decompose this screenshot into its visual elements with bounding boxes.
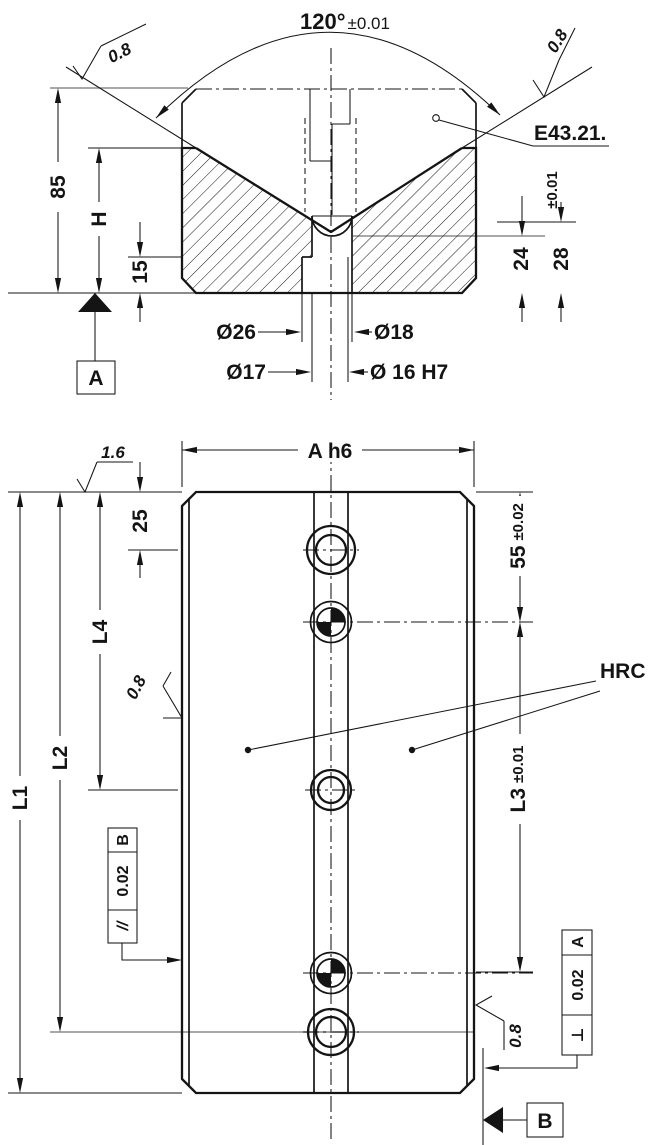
svg-text:Ø 16 H7: Ø 16 H7 bbox=[370, 361, 448, 384]
surface-finish-left: 0.8 bbox=[72, 23, 147, 80]
svg-text:A h6: A h6 bbox=[308, 440, 353, 463]
svg-text:0.02: 0.02 bbox=[570, 969, 587, 1000]
svg-text:HRC: HRC bbox=[600, 660, 646, 683]
dim-55: 55±0.02 bbox=[505, 492, 531, 622]
dim-H: H bbox=[88, 148, 111, 293]
bore-callouts: Ø26 Ø18 Ø17 Ø 16 H7 bbox=[216, 321, 448, 384]
svg-text:25: 25 bbox=[129, 509, 152, 533]
svg-text:A: A bbox=[88, 367, 103, 390]
svg-text:24: 24 bbox=[510, 247, 533, 271]
dim-85: 85 bbox=[47, 88, 70, 293]
svg-text:0.8: 0.8 bbox=[122, 672, 150, 702]
svg-text:L1: L1 bbox=[9, 785, 32, 810]
svg-text:E43.21.: E43.21. bbox=[534, 122, 606, 145]
svg-text:L3±0.01: L3±0.01 bbox=[507, 746, 530, 813]
svg-text:L2: L2 bbox=[49, 746, 72, 771]
dim-15: 15 bbox=[129, 222, 152, 322]
svg-text:L4: L4 bbox=[89, 619, 112, 644]
dim-L3: L3±0.01 bbox=[502, 622, 532, 972]
angle-dimension: 120°±0.01 bbox=[300, 9, 390, 34]
hole-3 bbox=[305, 768, 357, 812]
svg-text:Ø18: Ø18 bbox=[374, 321, 414, 344]
hole-5 bbox=[303, 1007, 359, 1057]
svg-text:28: 28 bbox=[550, 247, 573, 271]
datum-a: A bbox=[76, 293, 116, 395]
svg-text:B: B bbox=[115, 834, 132, 846]
surface-finish-top: 1.6 bbox=[76, 443, 133, 494]
dim-L1: L1 bbox=[9, 492, 32, 1093]
dim-28: ±0.01 28 bbox=[544, 171, 573, 322]
datum-triangle bbox=[78, 293, 112, 312]
dim-width-Ah6: A h6 bbox=[182, 437, 474, 463]
angle-dimension-arc bbox=[155, 31, 501, 119]
datum-b: B bbox=[483, 1102, 564, 1138]
hole-1 bbox=[303, 524, 359, 576]
surface-finish-plan-right: 0.8 bbox=[474, 995, 525, 1050]
dim-L2: L2 bbox=[49, 492, 72, 1032]
svg-text:15: 15 bbox=[129, 260, 152, 284]
plan-view: A h6 1.6 25 L4 L2 bbox=[8, 437, 646, 1145]
hatch-right bbox=[352, 148, 476, 293]
svg-text:0.8: 0.8 bbox=[543, 26, 572, 57]
surface-finish-right: 0.8 bbox=[532, 26, 576, 99]
svg-text:Ø17: Ø17 bbox=[226, 361, 266, 384]
dim-25: 25 bbox=[129, 462, 152, 578]
fcf-perpendicularity: A 0.02 ⊥ bbox=[484, 929, 593, 1072]
svg-text:0.8: 0.8 bbox=[506, 1024, 525, 1048]
dim-L4: L4 bbox=[89, 492, 112, 790]
section-view: 120°±0.01 0.8 0.8 E43.21. 85 bbox=[8, 9, 609, 400]
svg-text:0.02: 0.02 bbox=[115, 865, 132, 896]
svg-text:B: B bbox=[537, 1110, 552, 1133]
svg-text:±0.01: ±0.01 bbox=[544, 171, 561, 208]
datum-triangle bbox=[483, 1107, 503, 1133]
svg-text:H: H bbox=[88, 211, 111, 226]
parallel-symbol: // bbox=[115, 920, 132, 931]
leader-balloon bbox=[432, 114, 440, 122]
dim-24: 24 bbox=[510, 196, 533, 322]
surface-finish-plan-left: 0.8 bbox=[122, 671, 183, 719]
fcf-parallelism: B 0.02 // bbox=[107, 827, 182, 964]
svg-text:0.8: 0.8 bbox=[105, 39, 135, 67]
svg-text:A: A bbox=[570, 936, 587, 948]
perpendicular-symbol: ⊥ bbox=[570, 1028, 587, 1043]
material-note: E43.21. bbox=[432, 114, 609, 147]
hole-2-datum-target bbox=[303, 600, 533, 644]
plate-outline bbox=[180, 490, 476, 1095]
hatch-left bbox=[182, 148, 312, 293]
relief-arc bbox=[311, 215, 353, 237]
hole-4-datum-target bbox=[303, 951, 533, 995]
svg-text:1.6: 1.6 bbox=[101, 443, 125, 462]
svg-text:55±0.02: 55±0.02 bbox=[507, 503, 530, 569]
section-outline bbox=[180, 146, 478, 295]
svg-text:Ø26: Ø26 bbox=[216, 321, 256, 344]
v-face-left bbox=[195, 147, 332, 233]
svg-text:85: 85 bbox=[47, 175, 70, 199]
hardness-note: HRC bbox=[244, 660, 646, 754]
